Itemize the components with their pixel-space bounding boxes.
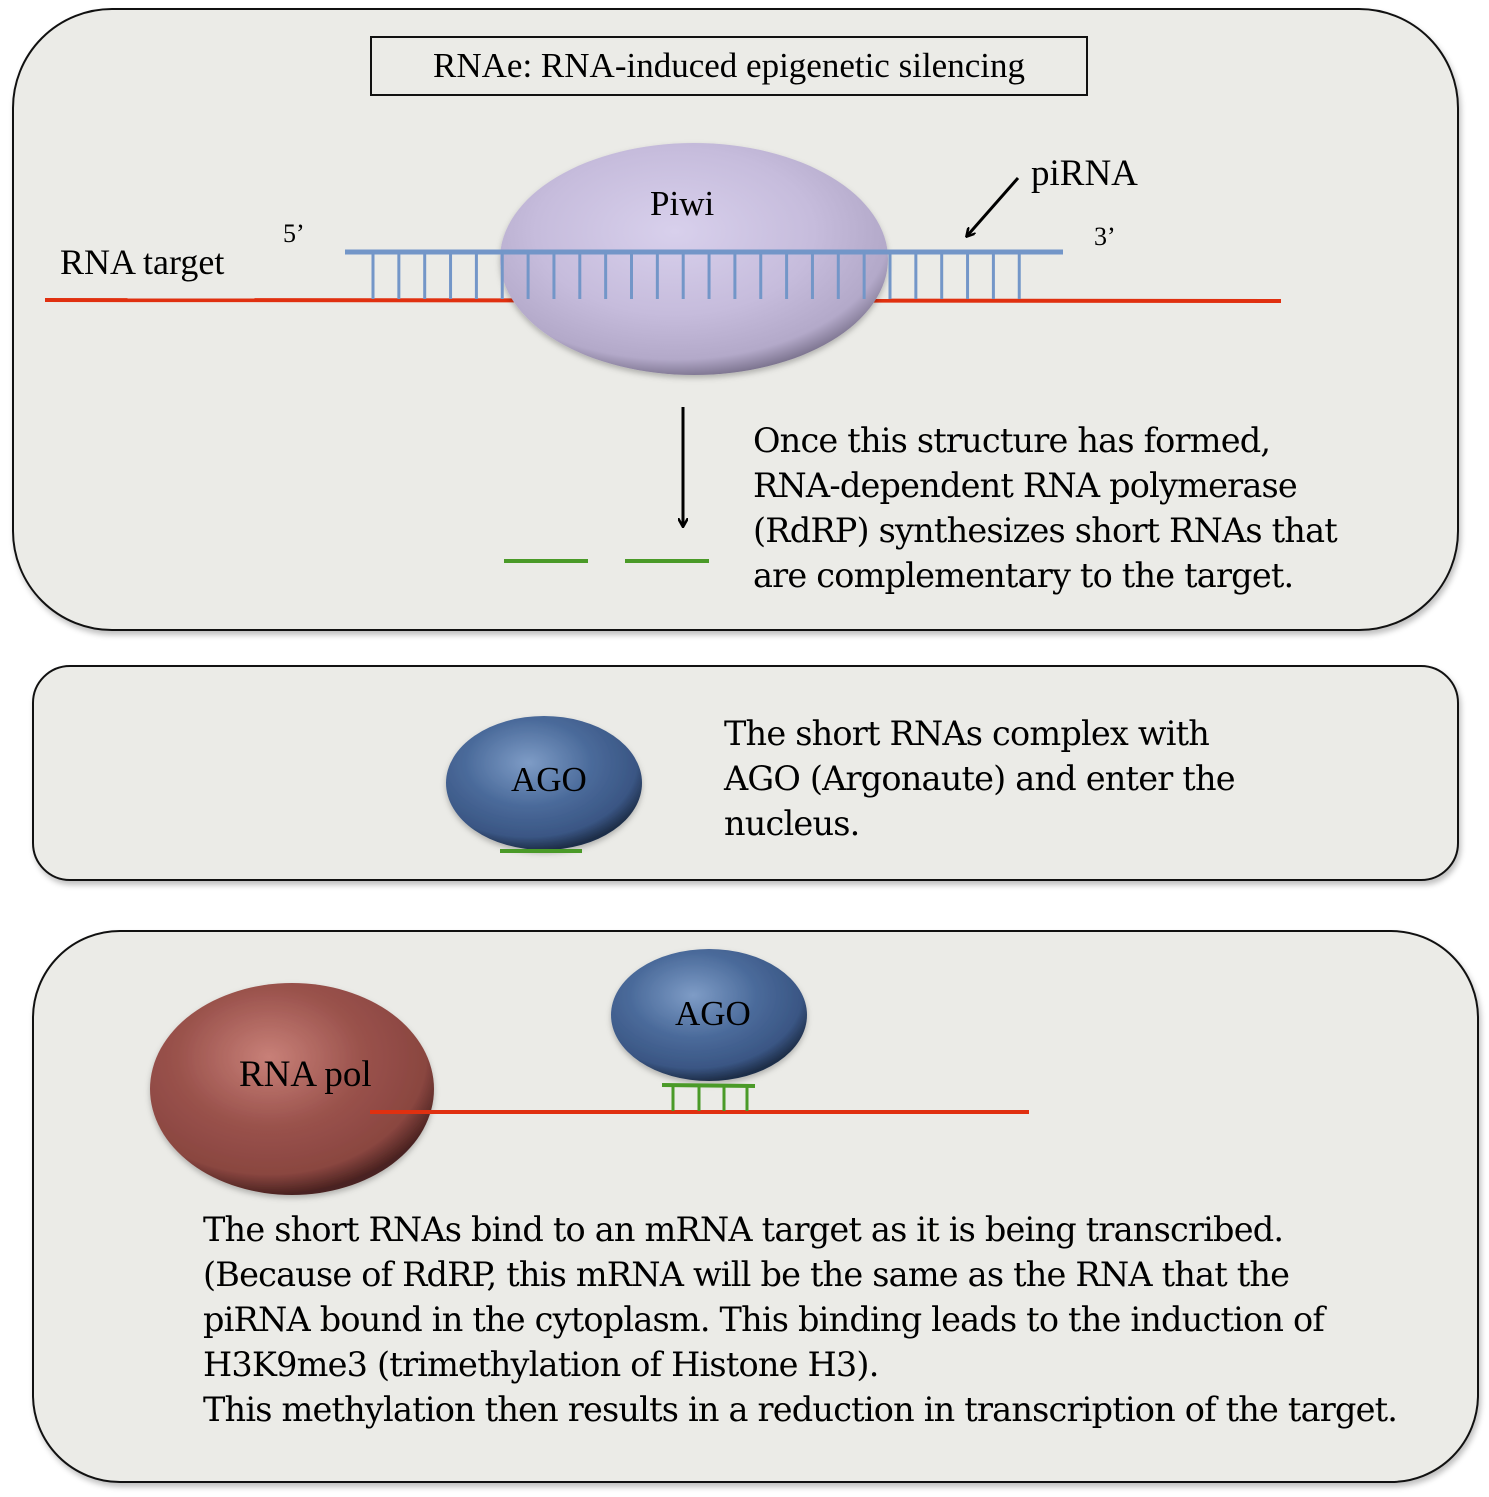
description-line: RNA-dependent RNA polymerase [753, 466, 1298, 505]
description-line: AGO (Argonaute) and enter the [724, 759, 1236, 798]
description-line: are complementary to the target. [753, 556, 1294, 595]
description-line: Once this structure has formed, [753, 421, 1271, 460]
description-line: This methylation then results in a reduc… [203, 1390, 1398, 1429]
description-line: H3K9me3 (trimethylation of Histone H3). [203, 1345, 879, 1384]
ago-label: AGO [511, 760, 587, 799]
description-line: (Because of RdRP, this mRNA will be the … [203, 1255, 1290, 1294]
panel-ago-complex [32, 665, 1459, 881]
three-prime-label: 3’ [1094, 222, 1116, 251]
ago-protein-icon [446, 716, 642, 850]
diagram-title: RNAe: RNA-induced epigenetic silencing [370, 36, 1088, 96]
ago-label: AGO [675, 994, 751, 1033]
bound-short-rna [661, 1083, 756, 1111]
panel1-description: Once this structure has formed, RNA-depe… [753, 418, 1338, 598]
piwi-label: Piwi [650, 184, 715, 223]
pirna-strand [345, 249, 1063, 299]
five-prime-label: 5’ [283, 219, 305, 248]
description-line: nucleus. [724, 804, 860, 843]
description-line: The short RNAs complex with [724, 714, 1210, 753]
rna-pol-protein-icon [150, 983, 434, 1195]
rna-target-label: RNA target [60, 242, 225, 282]
panel3-description: The short RNAs bind to an mRNA target as… [203, 1207, 1398, 1432]
panel2-description: The short RNAs complex with AGO (Argonau… [724, 711, 1236, 846]
description-line: (RdRP) synthesizes short RNAs that [753, 511, 1338, 550]
ago-protein-icon [611, 949, 807, 1081]
pirna-label: piRNA [1031, 153, 1138, 194]
rna-pol-label: RNA pol [239, 1054, 372, 1095]
piwi-protein-icon [500, 143, 888, 375]
pirna-pointer-arrow-icon [967, 177, 1020, 236]
short-rna-backbone [661, 1083, 756, 1088]
description-line: The short RNAs bind to an mRNA target as… [203, 1210, 1284, 1249]
description-line: piRNA bound in the cytoplasm. This bindi… [203, 1300, 1325, 1339]
